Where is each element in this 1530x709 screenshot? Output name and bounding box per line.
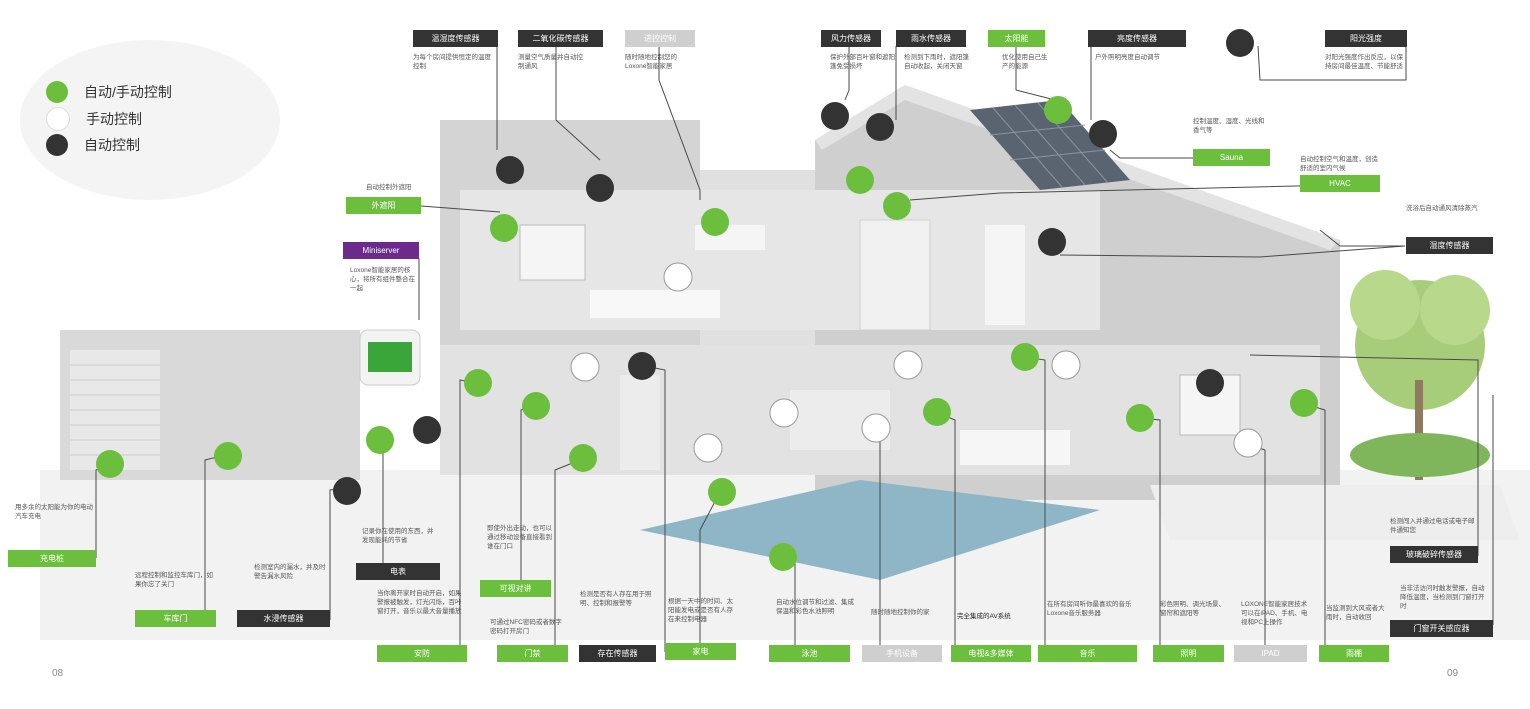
desc-hvac: 自动控制空气和温度，创造舒适的室内气候	[1300, 156, 1378, 172]
desc-window-sensor: 当非法访问时触发警报，自动降低温度，当检测到门窗打开时	[1400, 585, 1485, 610]
label-window-sensor: 门窗开关感应器	[1390, 620, 1493, 637]
label-garage: 车库门	[135, 610, 216, 627]
label-music: 音乐	[1038, 645, 1137, 662]
label-access: 进控控制	[625, 30, 695, 47]
label-solar: 太阳能	[988, 30, 1045, 47]
label-security: 安防	[377, 645, 467, 662]
label-intercom: 可视对讲	[480, 580, 551, 597]
desc-garage: 远程控制和监控车库门，如果你忘了关门	[135, 572, 213, 588]
page-number-right: 09	[1447, 668, 1459, 679]
label-ipad: IPAD	[1234, 645, 1307, 662]
label-door: 门禁	[497, 645, 568, 662]
legend-auto: 自动控制	[46, 134, 140, 156]
label-co2: 二氧化碳传感器	[518, 30, 603, 47]
legend-dot-white	[46, 107, 70, 131]
label-tv-media: 电视&多媒体	[951, 645, 1031, 662]
desc-presence: 检测是否有人存在用于照明、控制和报警等	[580, 591, 652, 607]
label-meter: 电表	[356, 563, 440, 580]
desc-security: 当你离开家时自动开启，如果警报被触发，灯光闪烁，百叶窗打开，音乐以最大音量播放	[377, 590, 462, 615]
label-wind: 风力传感器	[821, 30, 881, 47]
desc-sun-intensity: 对阳光强度作出反应，以保持房间最佳温度、节能舒适	[1325, 54, 1403, 70]
label-pool: 泳池	[769, 645, 850, 662]
desc-tv-media: 完全集成的AV系统	[957, 613, 1011, 620]
label-hvac: HVAC	[1300, 175, 1380, 192]
desc-water: 检测室内的漏水，并及时警告漏水风险	[254, 564, 326, 580]
desc-sauna: 控制温度、湿度、光线和香气等	[1193, 118, 1265, 134]
desc-rain: 检测到下雨时，遮阳篷自动收起，关闭天窗	[904, 54, 969, 70]
label-appliance: 家电	[665, 643, 736, 660]
desc-glass-break: 检测闯入并通过电话或电子邮件通知您	[1390, 518, 1475, 534]
label-mobile: 手机设备	[862, 645, 942, 662]
label-glass-break: 玻璃破碎传感器	[1390, 546, 1478, 563]
label-canopy: 雨棚	[1319, 645, 1389, 662]
desc-lighting: 彩色照明、调光场景、窗帘和遮阳等	[1160, 601, 1225, 617]
desc-meter: 记录你在使用的东西，并发现能耗的节省	[362, 528, 434, 544]
desc-miniserver: Loxone智能家居的核心，将所有组件整合在一起	[350, 267, 415, 292]
desc-solar: 优化使用自己生产的能源	[1002, 54, 1048, 70]
desc-temp-humidity: 为每个房间提供恒定的温度控制	[413, 54, 491, 70]
desc-brightness: 户外照明亮度自动调节	[1095, 54, 1160, 61]
legend-text: 自动控制	[84, 137, 140, 153]
label-humidity: 湿度传感器	[1406, 237, 1493, 254]
label-rain: 雨水传感器	[896, 30, 966, 47]
desc-mobile: 随时随地控制你的家	[871, 609, 930, 616]
label-miniserver: Miniserver	[343, 242, 419, 259]
label-brightness: 亮度传感器	[1088, 30, 1186, 47]
desc-appliance: 根据一天中的时间、太阳能发电或是否有人存在来控制电器	[668, 598, 733, 623]
label-presence: 存在传感器	[579, 645, 656, 662]
label-sauna: Sauna	[1193, 149, 1270, 166]
legend-text: 手动控制	[86, 111, 142, 127]
desc-wind: 保护外部百叶窗和遮阳篷免受损坏	[830, 54, 895, 70]
label-lighting: 照明	[1153, 645, 1224, 662]
legend-dot-dark	[46, 134, 68, 156]
desc-charging: 用多余的太阳能为你的电动汽车充电	[15, 504, 93, 520]
desc-sunshade: 自动控制外遮阳	[366, 184, 412, 191]
label-sun-intensity: 阳光强度	[1325, 30, 1407, 47]
label-sunshade: 外遮阳	[346, 197, 421, 214]
desc-canopy: 当监测到大风或者大雨时，自动收回	[1326, 605, 1385, 621]
desc-music: 在所有房间听你最喜欢的音乐Loxone音乐服务器	[1047, 601, 1132, 617]
legend-dot-green	[46, 81, 68, 103]
desc-pool: 自动水位调节和过滤、集成保温和彩色水池照明	[776, 599, 854, 615]
desc-access: 随时随地控制您的Loxone智能家居	[625, 54, 677, 70]
label-temp-humidity: 温湿度传感器	[413, 30, 498, 47]
desc-intercom: 即使外出走动，也可以通过移动设备直接看到谁在门口	[487, 525, 552, 550]
label-water: 水浸传感器	[237, 610, 330, 627]
desc-door: 可通过NFC密码或者数字密码打开房门	[490, 619, 562, 635]
desc-ipad: LOXONE智能家居技术可以在iPAD、手机、电视和PC上操作	[1241, 601, 1308, 626]
page-number-left: 08	[52, 668, 64, 679]
legend-auto-manual: 自动/手动控制	[46, 81, 172, 103]
desc-co2: 测量空气质量并自动控制通风	[518, 54, 583, 70]
legend-text: 自动/手动控制	[84, 84, 172, 100]
desc-humidity: 洗浴后自动通风清除蒸汽	[1406, 205, 1478, 212]
legend-manual: 手动控制	[46, 107, 142, 131]
label-charging: 充电桩	[8, 550, 96, 567]
